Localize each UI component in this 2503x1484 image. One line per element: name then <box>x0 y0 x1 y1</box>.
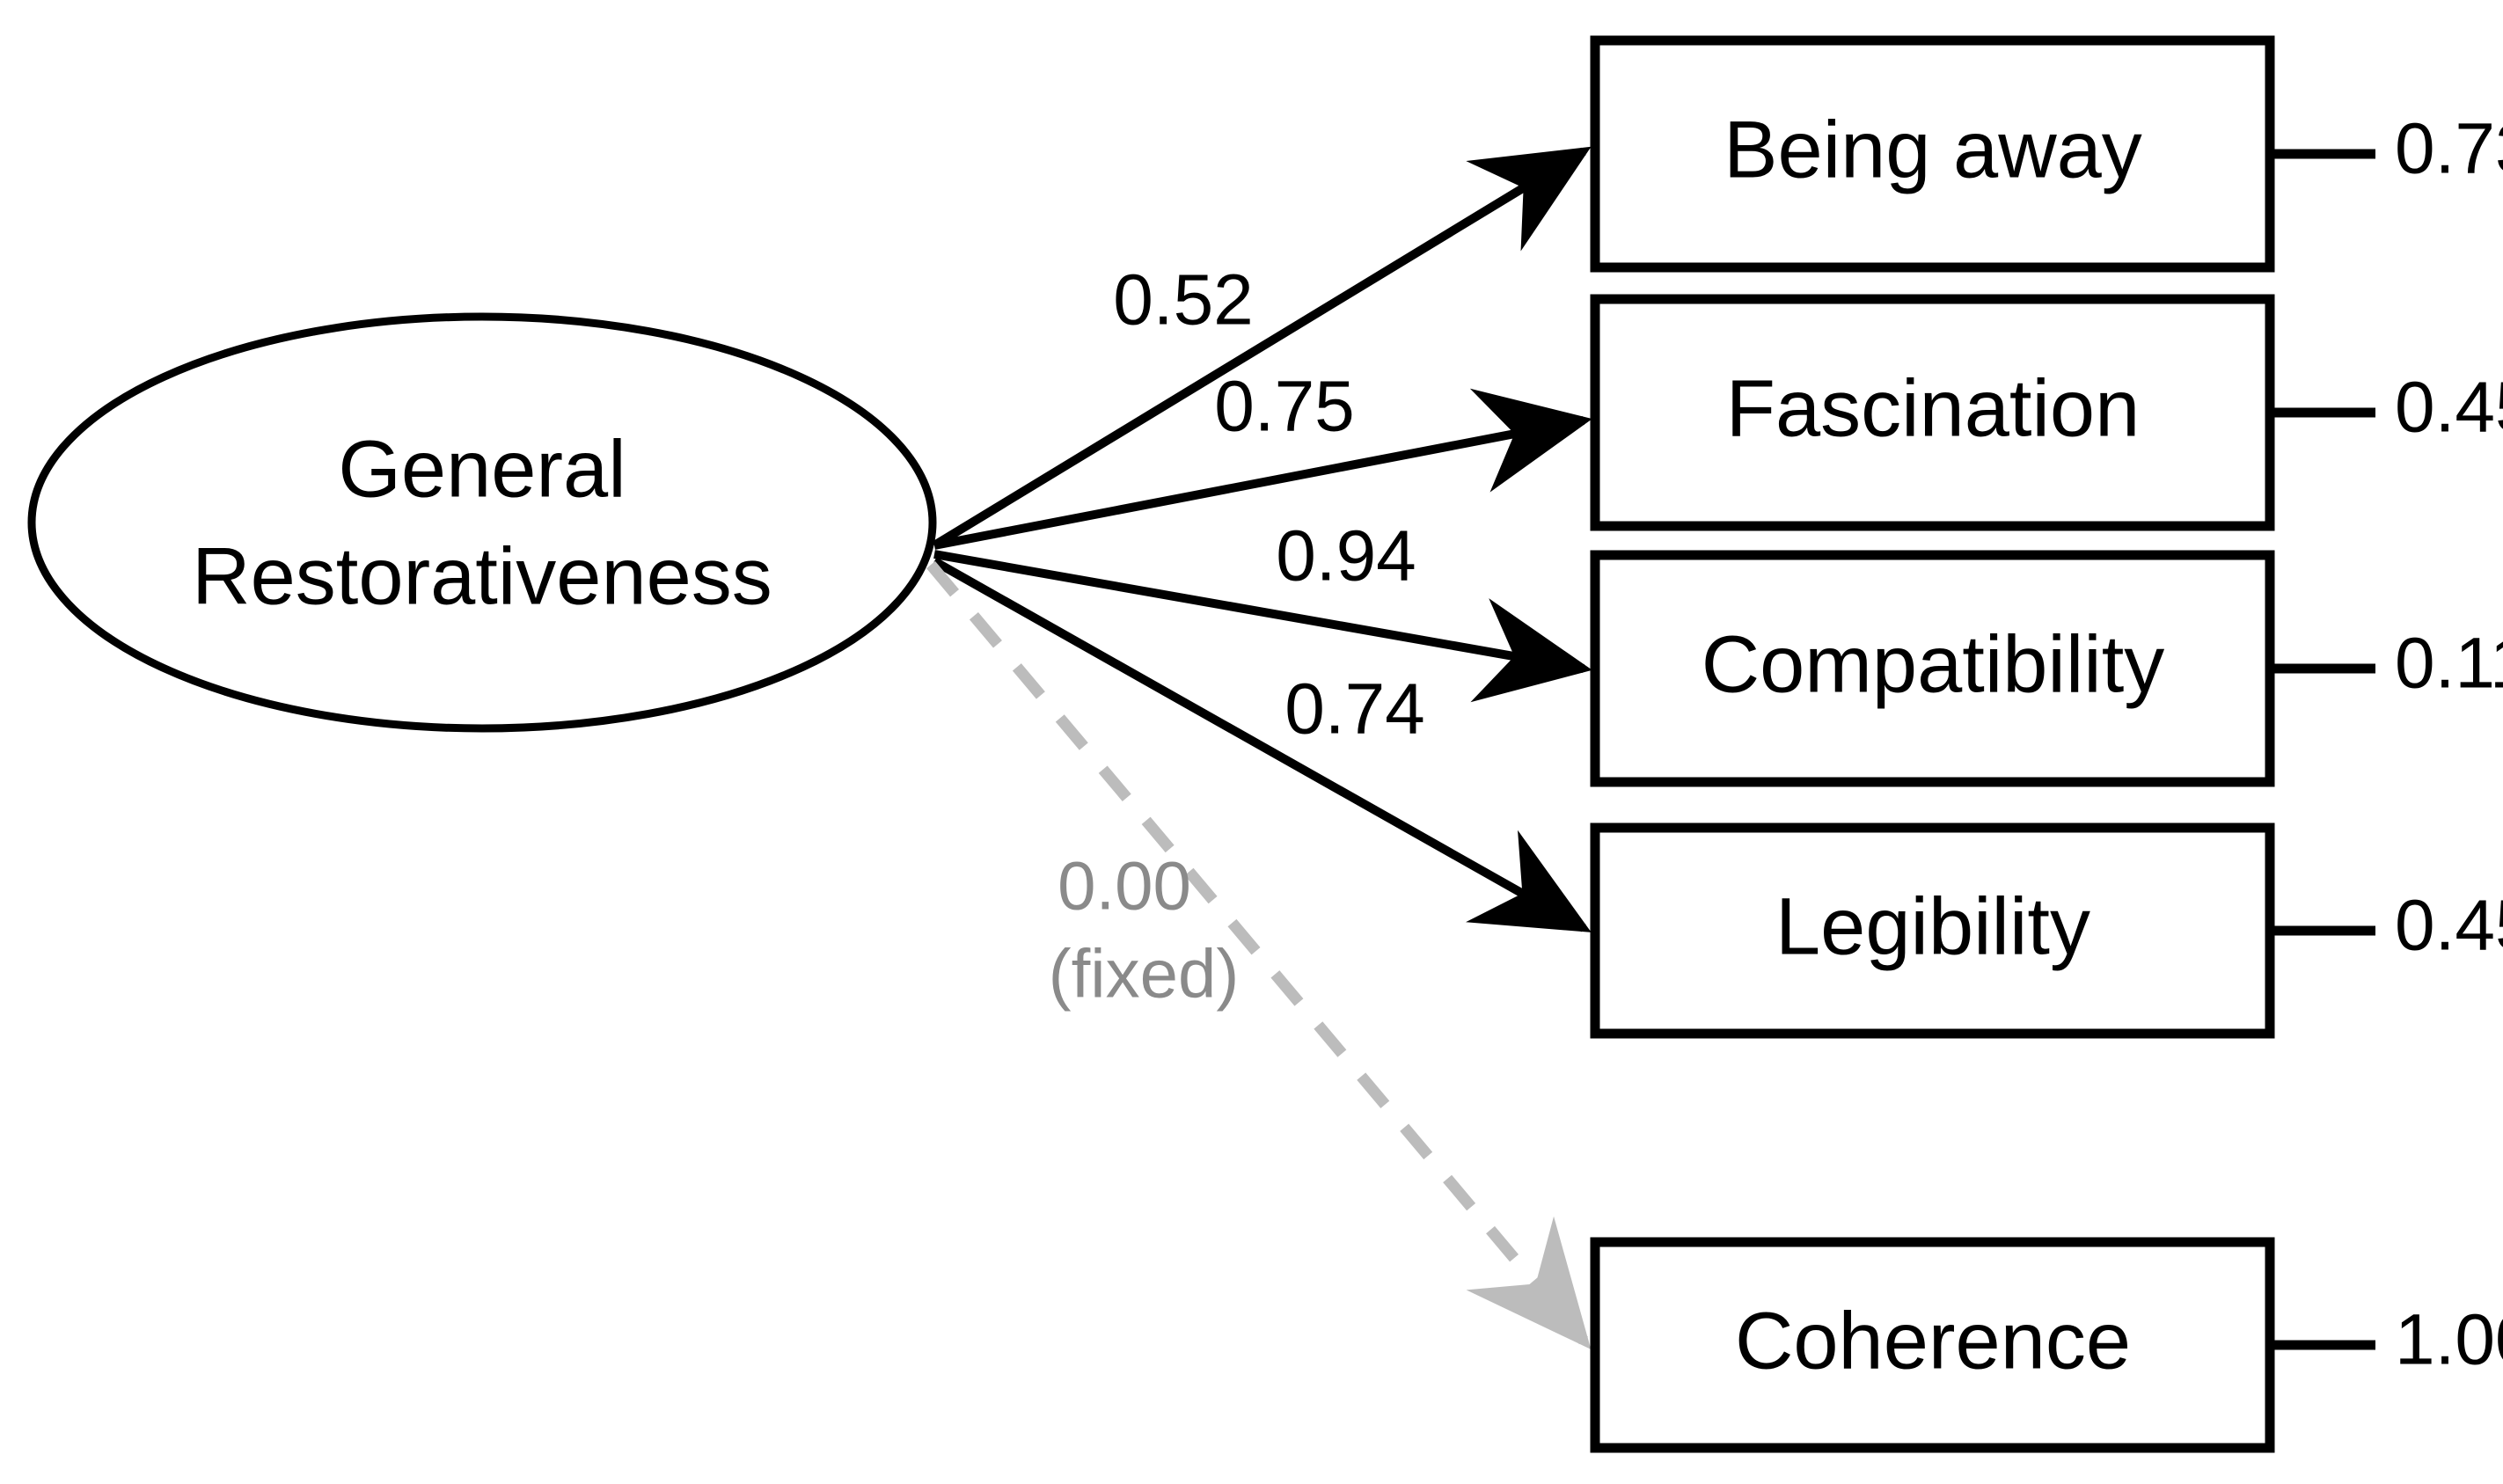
indicator-node-fascination[interactable]: Fascination 0.45 <box>1590 294 2503 531</box>
fixed-path-annotation: 0.00 (fixed) <box>1049 847 1240 1012</box>
path-coefficient-being-away: 0.52 <box>1113 260 1254 340</box>
indicator-label-being-away: Being away <box>1724 105 2142 194</box>
latent-node-general-restorativeness[interactable]: General Restorativeness <box>27 312 937 733</box>
residual-value-being-away: 0.73 <box>2395 109 2503 189</box>
path-arrow-coherence-fixed[interactable] <box>926 560 1592 1349</box>
residual-value-compatibility: 0.11 <box>2395 624 2503 704</box>
path-group <box>926 146 1592 1349</box>
indicator-label-coherence: Coherence <box>1735 1296 2131 1385</box>
path-coefficient-coherence-fixed-note: (fixed) <box>1049 935 1240 1012</box>
indicator-label-fascination: Fascination <box>1726 363 2140 453</box>
indicator-node-being-away[interactable]: Being away 0.73 <box>1590 35 2503 273</box>
indicator-box-being-away[interactable] <box>1590 35 2275 273</box>
path-coefficient-legibility: 0.74 <box>1284 669 1425 749</box>
residual-value-legibility: 0.45 <box>2395 886 2503 966</box>
indicator-node-compatibility[interactable]: Compatibility 0.11 <box>1590 550 2503 787</box>
path-coefficient-fascination: 0.75 <box>1214 367 1355 447</box>
latent-ellipse[interactable] <box>27 312 937 733</box>
path-arrow-compatibility[interactable] <box>933 550 1592 703</box>
residual-value-fascination: 0.45 <box>2395 368 2503 448</box>
path-arrow-being-away[interactable] <box>932 146 1592 550</box>
path-coefficient-compatibility: 0.94 <box>1276 516 1416 596</box>
indicator-box-coherence[interactable] <box>1590 1237 2275 1453</box>
indicator-node-legibility[interactable]: Legibility 0.45 <box>1590 822 2503 1039</box>
indicator-box-fascination[interactable] <box>1590 294 2275 531</box>
indicator-label-legibility: Legibility <box>1775 881 2090 971</box>
residual-value-coherence: 1.00 <box>2395 1300 2503 1380</box>
path-arrow-legibility[interactable] <box>932 557 1592 932</box>
path-coefficient-coherence-fixed-value: 0.00 <box>1058 847 1191 925</box>
latent-label-line1: General <box>338 424 626 514</box>
latent-label-line2: Restorativeness <box>192 531 772 621</box>
indicator-box-legibility[interactable] <box>1590 822 2275 1039</box>
path-arrow-fascination[interactable] <box>933 388 1592 550</box>
indicator-label-compatibility: Compatibility <box>1702 619 2165 709</box>
indicator-node-coherence[interactable]: Coherence 1.00 <box>1590 1237 2503 1453</box>
indicator-box-compatibility[interactable] <box>1590 550 2275 787</box>
